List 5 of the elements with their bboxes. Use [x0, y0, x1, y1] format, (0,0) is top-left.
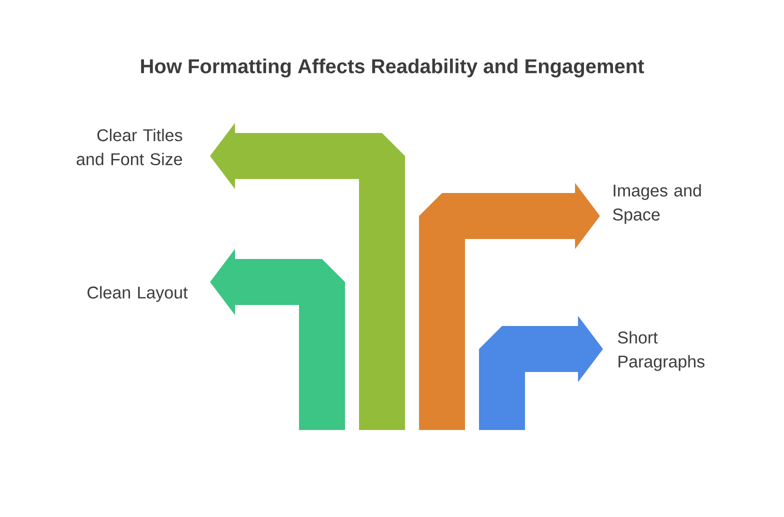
title: How Formatting Affects Readability and Engagement	[141, 58, 644, 78]
arrow-label: Short Paragraphs	[618, 331, 704, 371]
arrow-label: Clear Titles and Font Size	[76, 128, 182, 166]
arrow-label: Clean Layout	[88, 286, 188, 302]
arrow-label: Images and Space	[612, 184, 701, 224]
